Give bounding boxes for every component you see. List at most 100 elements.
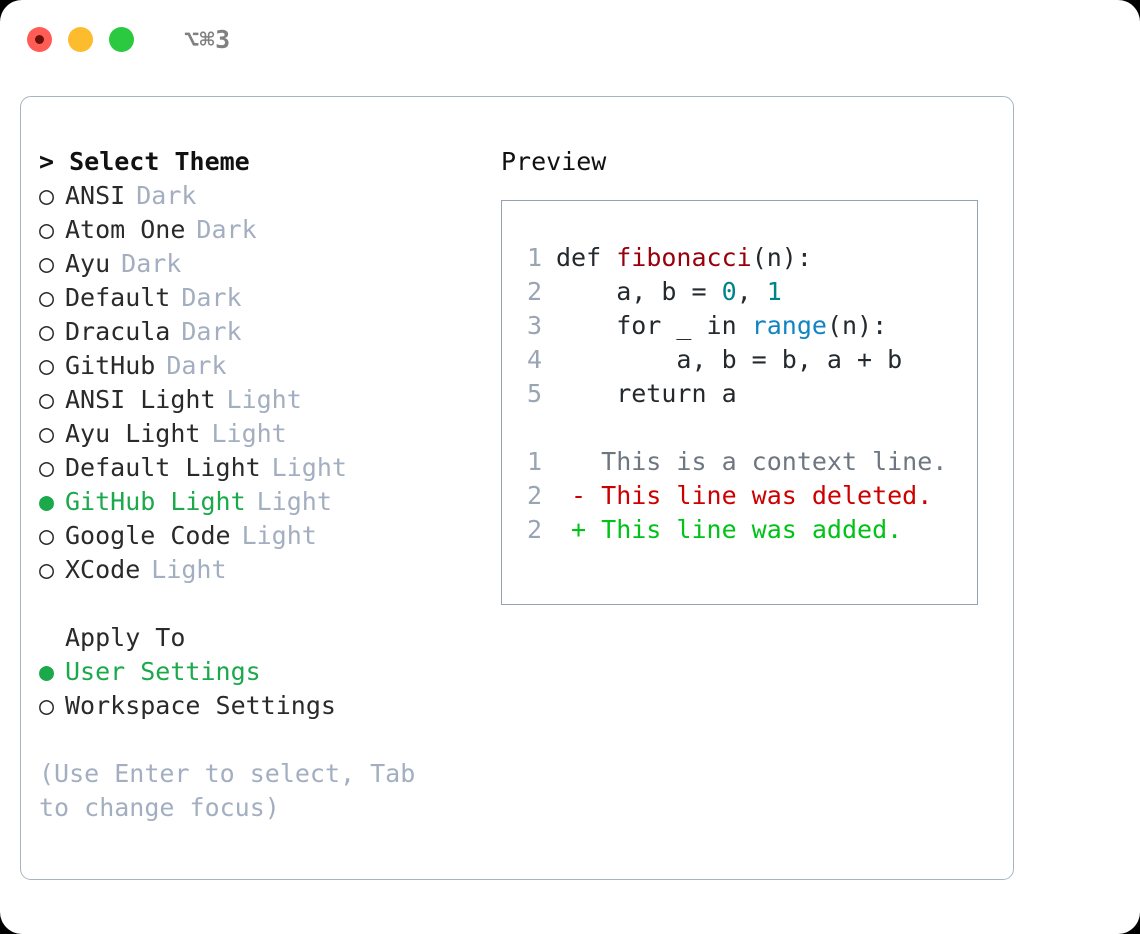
code-token-num: 1	[766, 277, 782, 306]
code-token-plain: a, b = b, a + b	[556, 345, 903, 374]
theme-option-label: ANSI	[65, 181, 126, 210]
code-line: 2 + This line was added.	[516, 513, 947, 547]
code-diff-separator	[516, 411, 947, 445]
apply-to-option-label: Workspace Settings	[65, 691, 336, 720]
theme-option-ansi-light[interactable]: ○ ANSI Light Light	[39, 383, 499, 417]
theme-option-ansi[interactable]: ○ ANSI Dark	[39, 179, 499, 213]
line-number: 2	[526, 515, 542, 544]
theme-option-label: ANSI Light	[65, 385, 216, 414]
theme-option-label: Default	[65, 283, 171, 312]
theme-option-variant: Dark	[181, 317, 242, 346]
radio-unselected-icon: ○	[39, 317, 55, 346]
minimize-button[interactable]	[68, 26, 93, 52]
code-token-plain: (n):	[751, 243, 812, 272]
theme-option-label: GitHub	[65, 351, 156, 380]
theme-option-label: Google Code	[65, 521, 231, 550]
code-line: 4 a, b = b, a + b	[516, 343, 947, 377]
theme-option-variant: Dark	[121, 249, 182, 278]
radio-unselected-icon: ○	[39, 249, 55, 278]
theme-option-variant: Dark	[196, 215, 257, 244]
code-token-context: This is a context line.	[556, 447, 948, 476]
line-number: 5	[526, 379, 542, 408]
code-token-del: - This line was deleted.	[556, 481, 933, 510]
theme-option-xcode[interactable]: ○ XCode Light	[39, 553, 499, 587]
apply-to-option-label: User Settings	[65, 657, 261, 686]
radio-unselected-icon: ○	[39, 181, 55, 210]
code-token-add: + This line was added.	[556, 515, 903, 544]
theme-option-google-code[interactable]: ○ Google Code Light	[39, 519, 499, 553]
theme-option-label: Atom One	[65, 215, 186, 244]
theme-option-dracula[interactable]: ○ Dracula Dark	[39, 315, 499, 349]
radio-unselected-icon: ○	[39, 351, 55, 380]
theme-option-variant: Dark	[136, 181, 197, 210]
radio-unselected-icon: ○	[39, 385, 55, 414]
radio-selected-icon: ●	[39, 657, 55, 686]
code-line: 2 - This line was deleted.	[516, 479, 947, 513]
line-number: 3	[526, 311, 542, 340]
theme-option-label: Default Light	[65, 453, 261, 482]
line-number: 1	[526, 243, 542, 272]
theme-option-atom-one[interactable]: ○ Atom One Dark	[39, 213, 499, 247]
theme-option-variant: Light	[241, 521, 317, 550]
radio-unselected-icon: ○	[39, 283, 55, 312]
window-controls	[27, 26, 134, 52]
theme-option-github[interactable]: ○ GitHub Dark	[39, 349, 499, 383]
apply-to-header: Apply To	[65, 623, 186, 652]
line-number: 2	[526, 481, 542, 510]
radio-selected-icon: ●	[39, 487, 55, 516]
hint-spacer	[39, 723, 499, 757]
theme-option-ayu-light[interactable]: ○ Ayu Light Light	[39, 417, 499, 451]
close-button[interactable]	[27, 26, 52, 52]
apply-to-list[interactable]: ● User Settings ○ Workspace Settings	[39, 655, 499, 723]
maximize-button[interactable]	[109, 26, 134, 52]
radio-unselected-icon: ○	[39, 691, 55, 720]
theme-option-variant: Light	[211, 419, 287, 448]
code-token-builtin: range	[751, 311, 827, 340]
theme-option-variant: Dark	[166, 351, 227, 380]
select-theme-header: > Select Theme	[39, 147, 250, 176]
apply-to-option-workspace-settings[interactable]: ○ Workspace Settings	[39, 689, 499, 723]
code-token-num: 0	[721, 277, 737, 306]
code-token-plain: (n):	[826, 311, 888, 340]
line-number: 2	[526, 277, 542, 306]
code-token-plain: for _ in	[556, 311, 752, 340]
preview-title: Preview	[501, 147, 607, 176]
theme-option-label: GitHub Light	[65, 487, 246, 516]
theme-option-ayu[interactable]: ○ Ayu Dark	[39, 247, 499, 281]
radio-unselected-icon: ○	[39, 215, 55, 244]
keyboard-shortcut-label: ⌥⌘3	[184, 24, 231, 54]
title-bar: ⌥⌘3	[0, 0, 1140, 78]
code-line: 1 This is a context line.	[516, 445, 947, 479]
code-token-func: fibonacci	[616, 243, 752, 272]
theme-option-label: Ayu Light	[65, 419, 201, 448]
keyboard-hint-text: (Use Enter to select, Tab to change focu…	[39, 759, 431, 822]
list-spacer	[39, 587, 499, 621]
theme-option-variant: Light	[226, 385, 302, 414]
theme-option-label: Ayu	[65, 249, 111, 278]
code-token-plain: return a	[556, 379, 737, 408]
apply-to-option-user-settings[interactable]: ● User Settings	[39, 655, 499, 689]
line-number: 1	[526, 447, 542, 476]
code-token-plain: a, b =	[556, 277, 722, 306]
theme-option-label: Dracula	[65, 317, 171, 346]
code-token-plain: ,	[736, 277, 767, 306]
radio-unselected-icon: ○	[39, 419, 55, 448]
radio-unselected-icon: ○	[39, 555, 55, 584]
radio-unselected-icon: ○	[39, 453, 55, 482]
radio-unselected-icon: ○	[39, 521, 55, 550]
theme-option-label: XCode	[65, 555, 141, 584]
theme-option-variant: Light	[151, 555, 227, 584]
code-line: 5 return a	[516, 377, 947, 411]
